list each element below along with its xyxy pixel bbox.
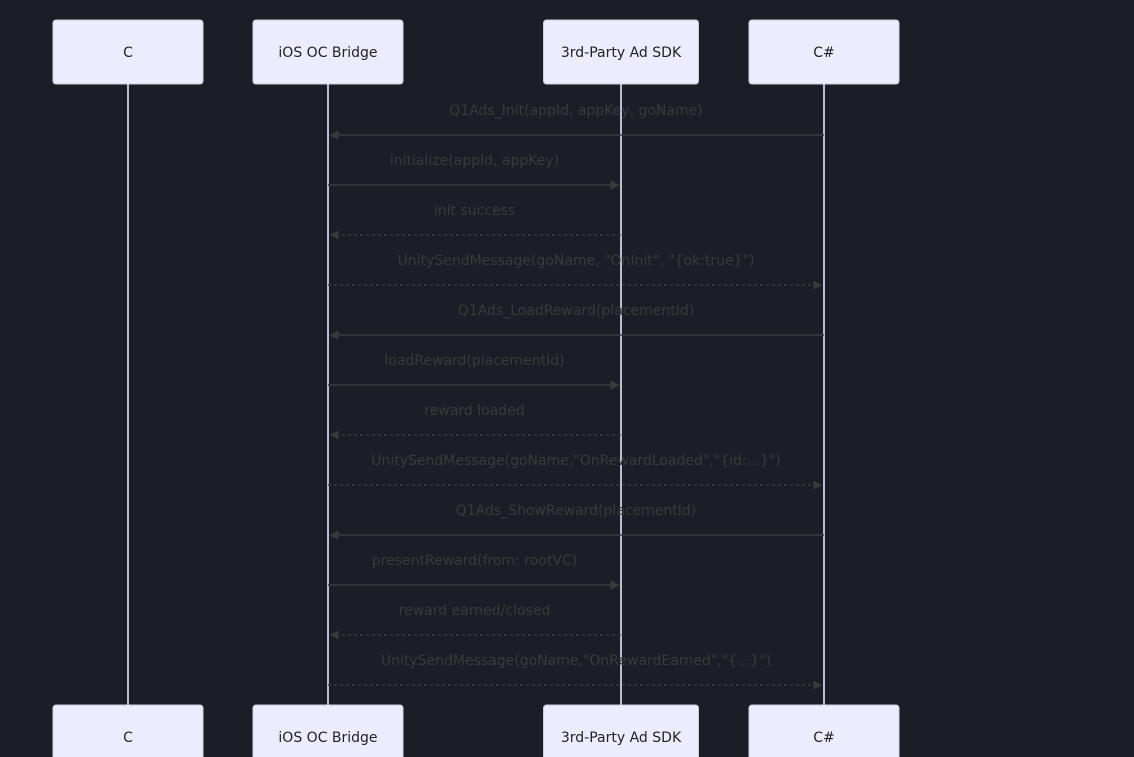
message-label: initialize(appId, appKey) (390, 153, 559, 169)
actor-c-top: C (52, 19, 204, 85)
actor-cs-bottom: C# (748, 704, 900, 757)
actor-box (543, 704, 699, 757)
actor-label: iOS OC Bridge (278, 730, 377, 746)
message-label: Q1Ads_Init(appId, appKey, goName) (449, 103, 702, 119)
actor-box (252, 704, 404, 757)
actor-label: 3rd-Party Ad SDK (561, 730, 682, 746)
message-label: Q1Ads_ShowReward(placementId) (456, 503, 697, 519)
actor-sdk-bottom: 3rd-Party Ad SDK (543, 704, 699, 757)
message-label: reward loaded (424, 403, 524, 419)
actor-label: 3rd-Party Ad SDK (561, 45, 682, 61)
actor-box (543, 19, 699, 85)
arrowhead-icon (813, 480, 823, 490)
message-label: UnitySendMessage(goName,"OnRewardEarned"… (381, 653, 771, 669)
actor-box (748, 704, 900, 757)
actor-bridge-top: iOS OC Bridge (252, 19, 404, 85)
actor-cs-top: C# (748, 19, 900, 85)
actor-label: C (123, 730, 133, 746)
message-7: reward loaded (329, 403, 621, 440)
message-9: Q1Ads_ShowReward(placementId) (329, 503, 824, 540)
messages: Q1Ads_Init(appId, appKey, goName) initial… (328, 103, 824, 690)
actor-box (52, 704, 204, 757)
arrowhead-icon (813, 280, 823, 290)
message-6: loadReward(placementId) (328, 353, 620, 390)
message-12: UnitySendMessage(goName,"OnRewardEarned"… (328, 653, 823, 690)
message-label: reward earned/closed (399, 603, 551, 619)
message-label: loadReward(placementId) (384, 353, 564, 369)
message-10: presentReward(from: rootVC) (328, 553, 620, 590)
arrowhead-icon (329, 430, 339, 440)
actor-sdk-top: 3rd-Party Ad SDK (543, 19, 699, 85)
actor-box (252, 19, 404, 85)
arrowhead-icon (329, 330, 339, 340)
actor-label: iOS OC Bridge (278, 45, 377, 61)
arrowhead-icon (610, 580, 620, 590)
actor-box (748, 19, 900, 85)
actor-label: C# (813, 730, 835, 746)
arrowhead-icon (610, 380, 620, 390)
message-8: UnitySendMessage(goName,"OnRewardLoaded"… (328, 453, 823, 490)
message-label: presentReward(from: rootVC) (372, 553, 577, 569)
message-label: UnitySendMessage(goName,"OnRewardLoaded"… (371, 453, 781, 469)
message-label: UnitySendMessage(goName, "OnInit", "{ok:… (398, 253, 755, 269)
arrowhead-icon (610, 180, 620, 190)
message-4: UnitySendMessage(goName, "OnInit", "{ok:… (328, 253, 823, 290)
actor-label: C# (813, 45, 835, 61)
message-1: Q1Ads_Init(appId, appKey, goName) (329, 103, 824, 140)
message-label: init success (434, 203, 515, 219)
actor-bridge-bottom: iOS OC Bridge (252, 704, 404, 757)
message-2: initialize(appId, appKey) (328, 153, 620, 190)
arrowhead-icon (813, 680, 823, 690)
message-5: Q1Ads_LoadReward(placementId) (329, 303, 824, 340)
arrowhead-icon (329, 530, 339, 540)
actor-label: C (123, 45, 133, 61)
message-3: init success (329, 203, 621, 240)
arrowhead-icon (329, 230, 339, 240)
arrowhead-icon (329, 630, 339, 640)
arrowhead-icon (329, 130, 339, 140)
message-11: reward earned/closed (329, 603, 621, 640)
actor-c-bottom: C (52, 704, 204, 757)
actor-box (52, 19, 204, 85)
message-label: Q1Ads_LoadReward(placementId) (458, 303, 694, 319)
lifelines (127, 84, 825, 705)
